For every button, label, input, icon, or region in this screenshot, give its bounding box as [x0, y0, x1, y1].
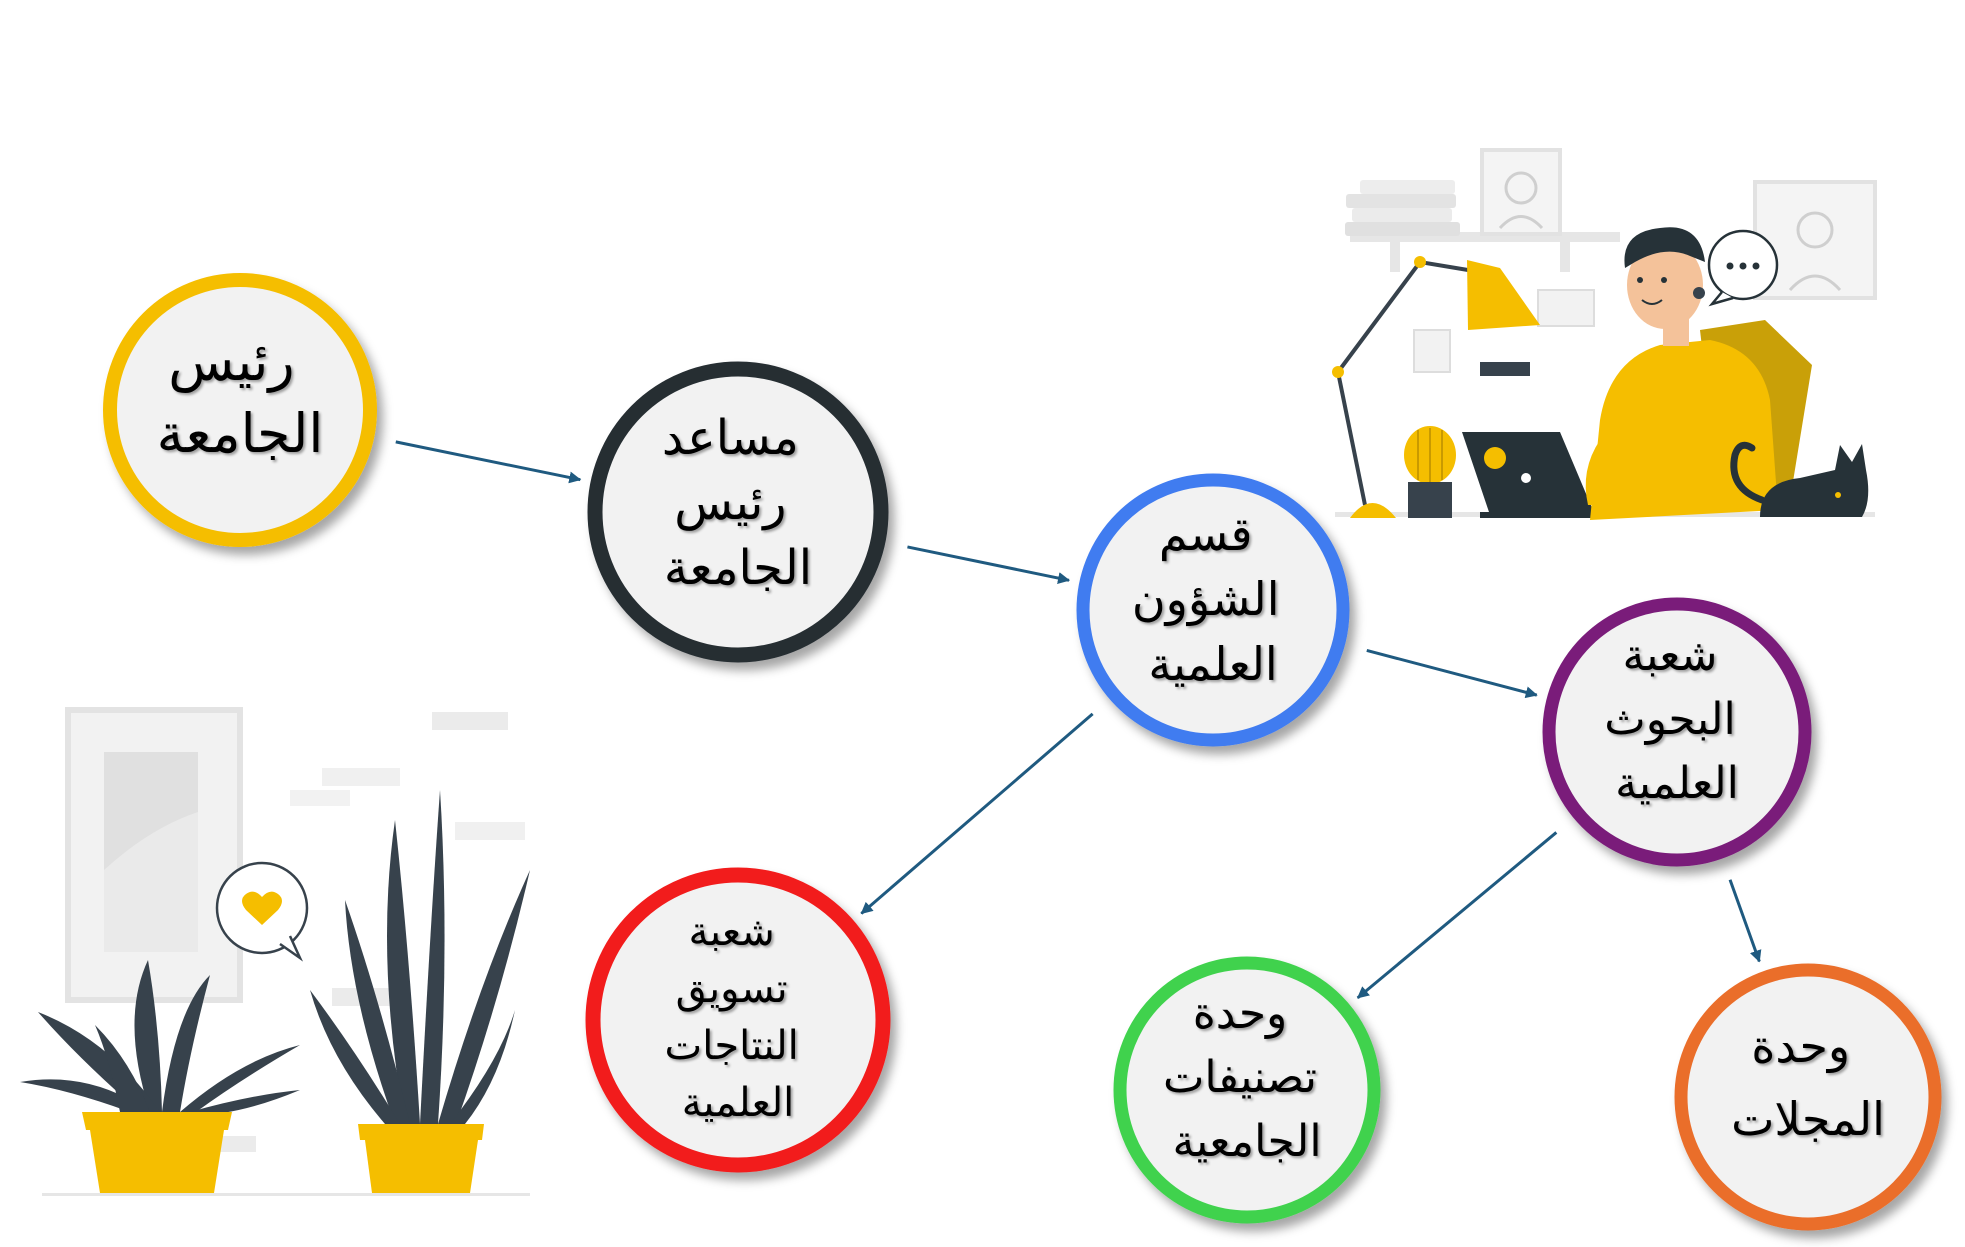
arrow-university-president-to-assistant-president — [395, 440, 582, 484]
node-scientific-affairs-department: قسم الشؤون العلمية — [1076, 473, 1350, 747]
node-university-rankings-unit-line-3: الجامعية — [1172, 1116, 1321, 1167]
svg-text:رئيس الجامعة: رئيس الجامعة — [157, 330, 324, 465]
node-assistant-president-line-1: مساعد — [662, 410, 799, 466]
node-journals-unit-line-1: وحدة — [1751, 1019, 1850, 1074]
node-scientific-research-division-circle — [1542, 597, 1812, 867]
window-icon — [65, 707, 243, 1003]
shelf-books-icon — [1345, 180, 1620, 272]
arrow-scientific-affairs-department-to-scientific-output-marketing-division — [860, 712, 1094, 915]
arrow-scientific-affairs-department-to-scientific-research-division — [1366, 648, 1538, 699]
svg-text:شعبة البحوث العلمي: شعبة البحوث العلمية — [1604, 630, 1749, 809]
node-journals-unit-line-2: المجلات — [1731, 1092, 1885, 1146]
node-university-rankings-unit-circle — [1113, 956, 1381, 1224]
desk-lamp-icon — [1332, 256, 1540, 518]
node-scientific-research-division-line-3: العلمية — [1615, 758, 1739, 809]
note-icon — [1413, 329, 1451, 373]
svg-text:قسم الشؤون العلمية: قسم الشؤون العلمية — [1132, 507, 1294, 691]
cactus-icon — [1404, 426, 1456, 518]
cat-icon — [1730, 441, 1869, 517]
note-icon — [1480, 362, 1530, 376]
node-university-rankings-unit-line-2: تصنيفات — [1163, 1052, 1317, 1103]
wall-brick-icon — [290, 790, 350, 806]
man-icon — [1585, 227, 1778, 520]
node-scientific-affairs-department-line-1: قسم — [1159, 507, 1253, 561]
arrow-scientific-research-division-to-journals-unit — [1728, 879, 1762, 963]
laptop-icon — [1462, 432, 1620, 518]
node-scientific-output-marketing-division-line-4: العلمية — [682, 1080, 794, 1126]
potted-plants-illustration — [20, 707, 530, 1196]
node-assistant-president-line-2: رئيس — [674, 475, 786, 531]
node-assistant-president-line-3: الجامعة — [664, 540, 812, 596]
aloe-plant-icon — [310, 790, 530, 1193]
svg-text:وحدة تصنيفات الجام: وحدة تصنيفات الجامعية — [1163, 988, 1331, 1167]
node-university-president: رئيس الجامعة — [103, 273, 377, 547]
wall-brick-icon — [322, 768, 400, 786]
node-scientific-output-marketing-division: شعبة تسويق النتاجات العلمية — [585, 867, 891, 1173]
arrow-scientific-research-division-to-university-rankings-unit — [1356, 831, 1558, 1000]
aloe-plant-icon — [20, 960, 300, 1193]
node-journals-unit: وحدة المجلات — [1674, 963, 1942, 1231]
node-university-president-line-1: رئيس — [168, 330, 294, 393]
heart-bubble-icon — [215, 861, 309, 962]
node-scientific-affairs-department-line-2: الشؤون — [1132, 572, 1280, 627]
node-scientific-research-division: شعبة البحوث العلمية — [1542, 597, 1812, 867]
svg-text:مساعد رئيس الجامعة: مساعد رئيس الجامعة — [662, 410, 814, 596]
node-scientific-output-marketing-division-circle — [585, 867, 891, 1173]
node-assistant-president: مساعد رئيس الجامعة — [587, 361, 889, 663]
man-at-laptop-illustration — [1332, 148, 1877, 520]
node-scientific-research-division-line-2: البحوث — [1604, 694, 1735, 745]
node-assistant-president-circle — [587, 361, 889, 663]
svg-text:شعبة تسويق النتاجا: شعبة تسويق النتاجات العلمية — [665, 909, 812, 1126]
wall-brick-icon — [455, 822, 525, 840]
connector-arrows — [395, 440, 1762, 1000]
node-scientific-output-marketing-division-line-3: النتاجات — [665, 1023, 799, 1069]
node-university-rankings-unit: وحدة تصنيفات الجامعية — [1113, 956, 1381, 1224]
node-university-rankings-unit-line-1: وحدة — [1193, 988, 1288, 1039]
node-scientific-output-marketing-division-line-2: تسويق — [676, 966, 788, 1012]
svg-text:وحدة المجلات: وحدة المجلات — [1731, 1019, 1885, 1146]
node-university-president-circle — [103, 273, 377, 547]
picture-frame-icon — [1480, 148, 1562, 236]
speech-bubble-icon — [1707, 229, 1779, 307]
node-university-president-line-2: الجامعة — [157, 402, 324, 465]
node-journals-unit-circle — [1674, 963, 1942, 1231]
node-scientific-research-division-line-1: شعبة — [1623, 630, 1718, 681]
floor-line — [42, 1193, 530, 1196]
node-scientific-output-marketing-division-line-1: شعبة — [688, 909, 774, 955]
arrow-assistant-president-to-scientific-affairs-department — [907, 545, 1071, 584]
note-icon — [1537, 289, 1595, 327]
node-scientific-affairs-department-line-3: العلمية — [1148, 637, 1277, 691]
node-scientific-affairs-department-circle — [1076, 473, 1350, 747]
wall-brick-icon — [432, 712, 508, 730]
